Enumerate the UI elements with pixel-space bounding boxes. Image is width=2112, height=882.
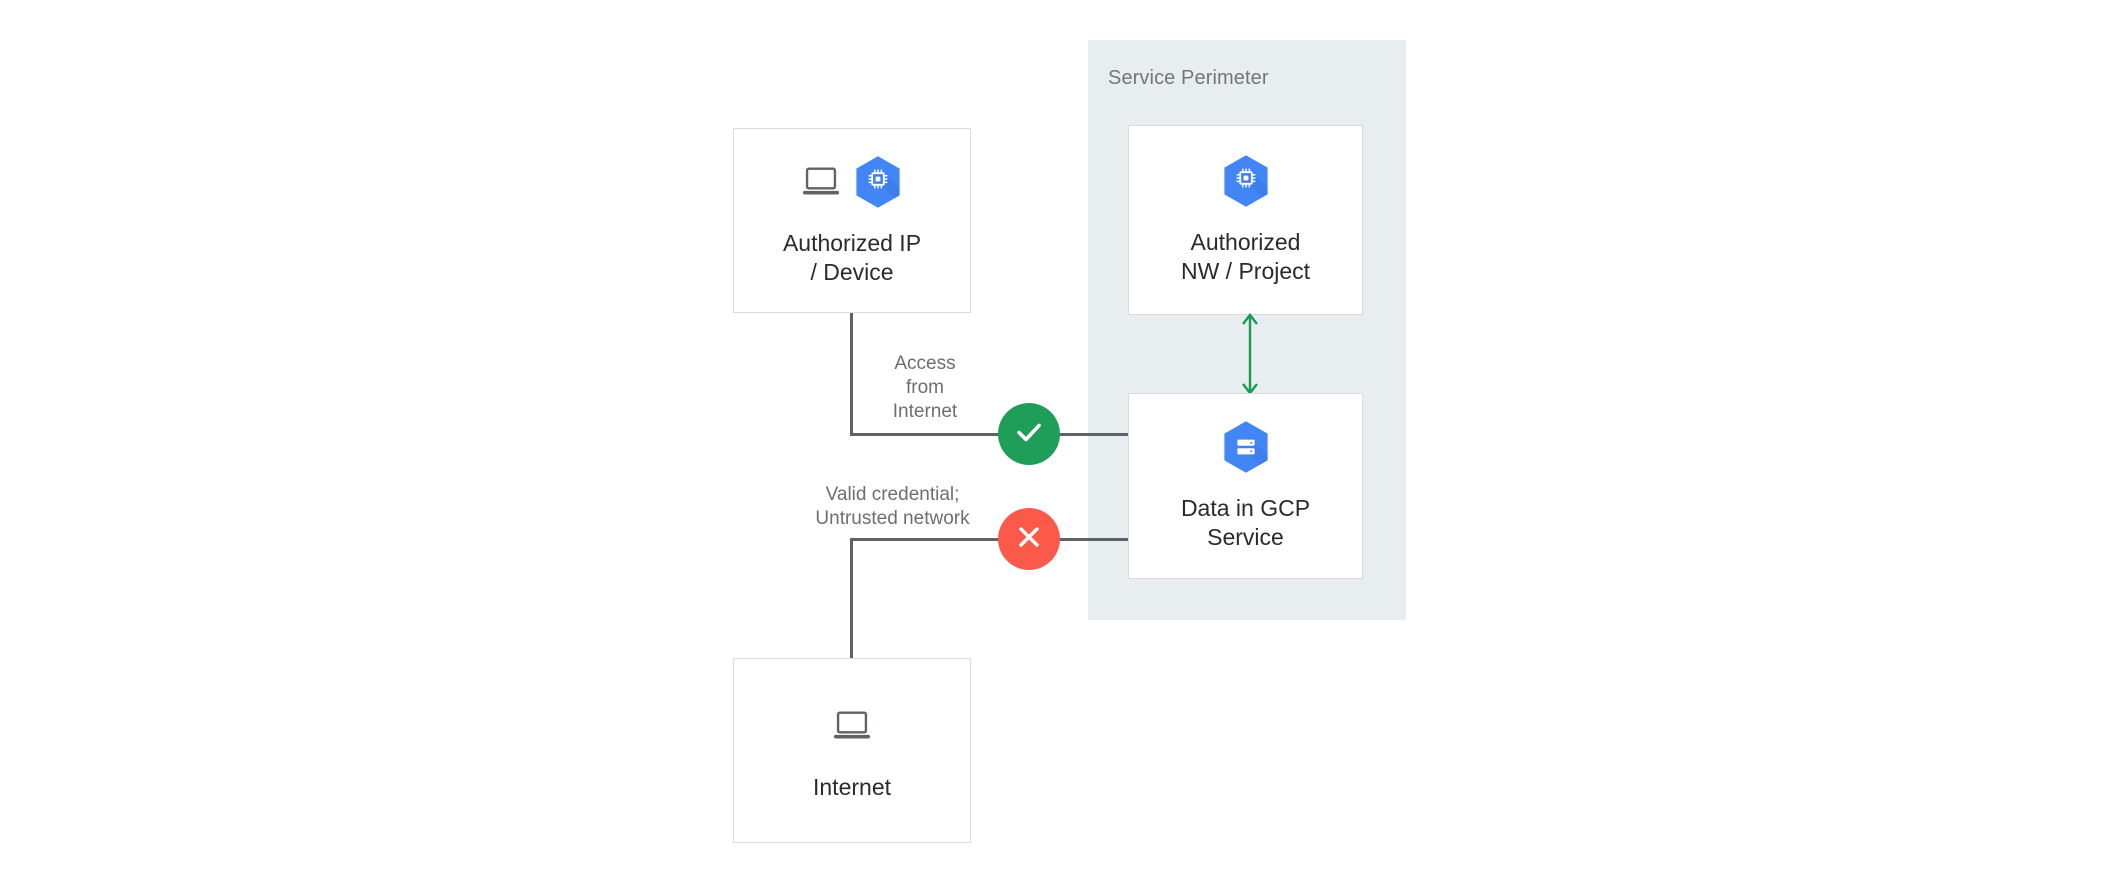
edge-label-allow: Access from Internet	[892, 353, 958, 422]
laptop-icon	[833, 710, 871, 742]
close-icon	[1013, 521, 1045, 558]
connector-line-internet-vertical	[850, 539, 853, 659]
node-icon-group	[1222, 154, 1270, 208]
laptop-icon	[802, 166, 840, 198]
node-label: Authorized NW / Project	[1180, 229, 1311, 284]
node-icon-group	[1222, 420, 1270, 474]
edge-label-deny: Valid credential; Untrusted network	[815, 484, 970, 529]
node-label: Data in GCP Service	[1180, 495, 1311, 550]
node-data-in-gcp-service[interactable]: Data in GCP Service	[1128, 393, 1363, 579]
node-label: Authorized IP / Device	[782, 229, 922, 285]
connector-line-internet-horizontal	[850, 538, 1000, 541]
node-internet[interactable]: Internet	[733, 658, 971, 843]
connector-line-allow-to-data	[1058, 433, 1130, 436]
check-icon	[1011, 414, 1047, 455]
gcp-storage-hexagon-icon	[1222, 420, 1270, 474]
gcp-compute-hexagon-icon	[1222, 154, 1270, 208]
connector-line-deny-to-data	[1058, 538, 1130, 541]
bidirectional-arrow-icon	[1230, 310, 1270, 398]
node-label: Internet	[813, 774, 891, 800]
node-icon-group	[802, 155, 902, 209]
status-badge-denied	[998, 508, 1060, 570]
node-authorized-nw-project[interactable]: Authorized NW / Project	[1128, 125, 1363, 315]
gcp-compute-hexagon-icon	[854, 155, 902, 209]
connector-line-authorized-ip-horizontal	[850, 433, 1000, 436]
node-authorized-ip-device[interactable]: Authorized IP / Device	[733, 128, 971, 313]
status-badge-allowed	[998, 403, 1060, 465]
service-perimeter-label: Service Perimeter	[1108, 67, 1269, 89]
node-icon-group	[833, 699, 871, 753]
connector-line-authorized-ip-vertical	[850, 313, 853, 436]
